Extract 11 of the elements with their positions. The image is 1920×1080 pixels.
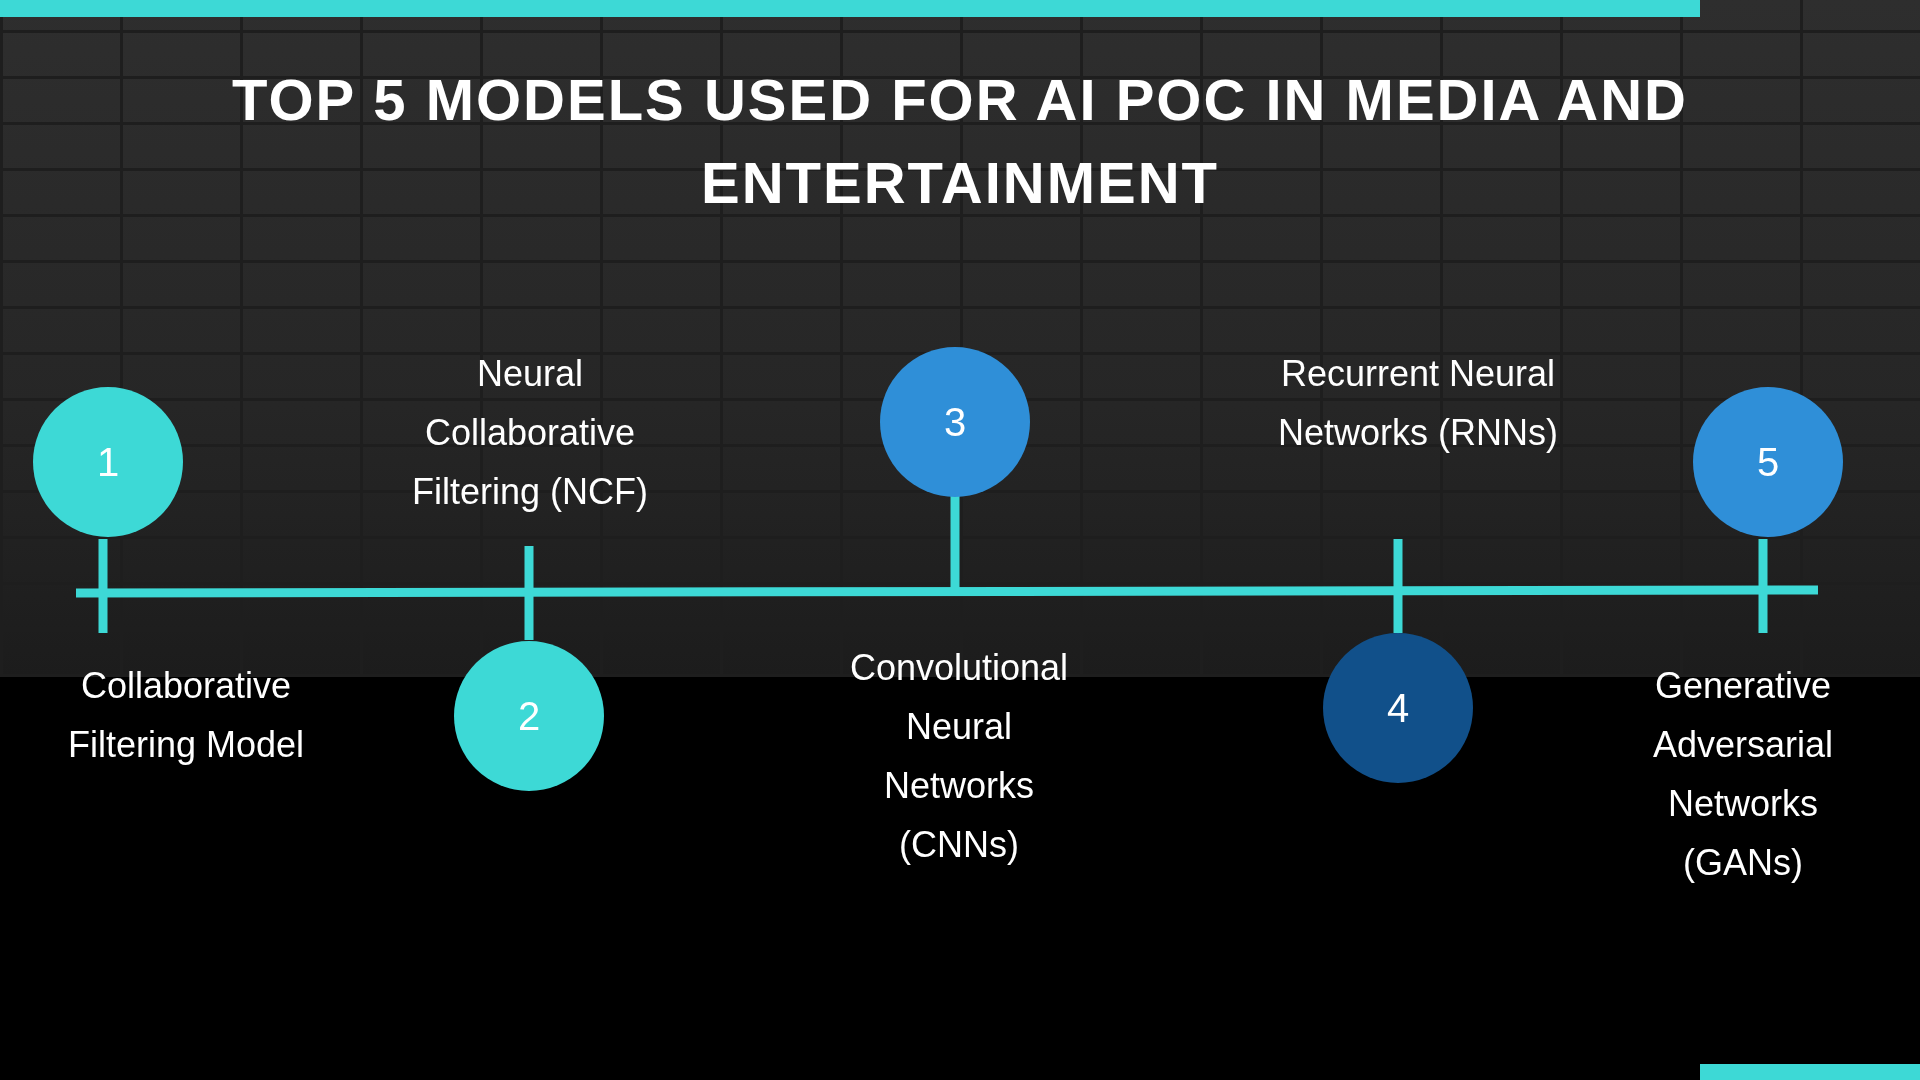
title: TOP 5 MODELS USED FOR AI POC IN MEDIA AND ENTERTAINMENT: [231, 66, 1689, 217]
number-circle: 3: [880, 347, 1030, 497]
step-label: Recurrent Neural Networks (RNNs): [1277, 352, 1559, 455]
number-circle: 4: [1323, 633, 1473, 783]
step-label: Neural Collaborative Filtering (NCF): [411, 352, 649, 514]
number-circle: 2: [454, 641, 604, 791]
step-label: Collaborative Filtering Model: [66, 664, 306, 767]
step-label: Convolutional Neural Networks (CNNs): [848, 646, 1070, 867]
step-label: Generative Adversarial Networks (GANs): [1651, 664, 1835, 885]
number-circle: 1: [33, 387, 183, 537]
number-circle: 5: [1693, 387, 1843, 537]
